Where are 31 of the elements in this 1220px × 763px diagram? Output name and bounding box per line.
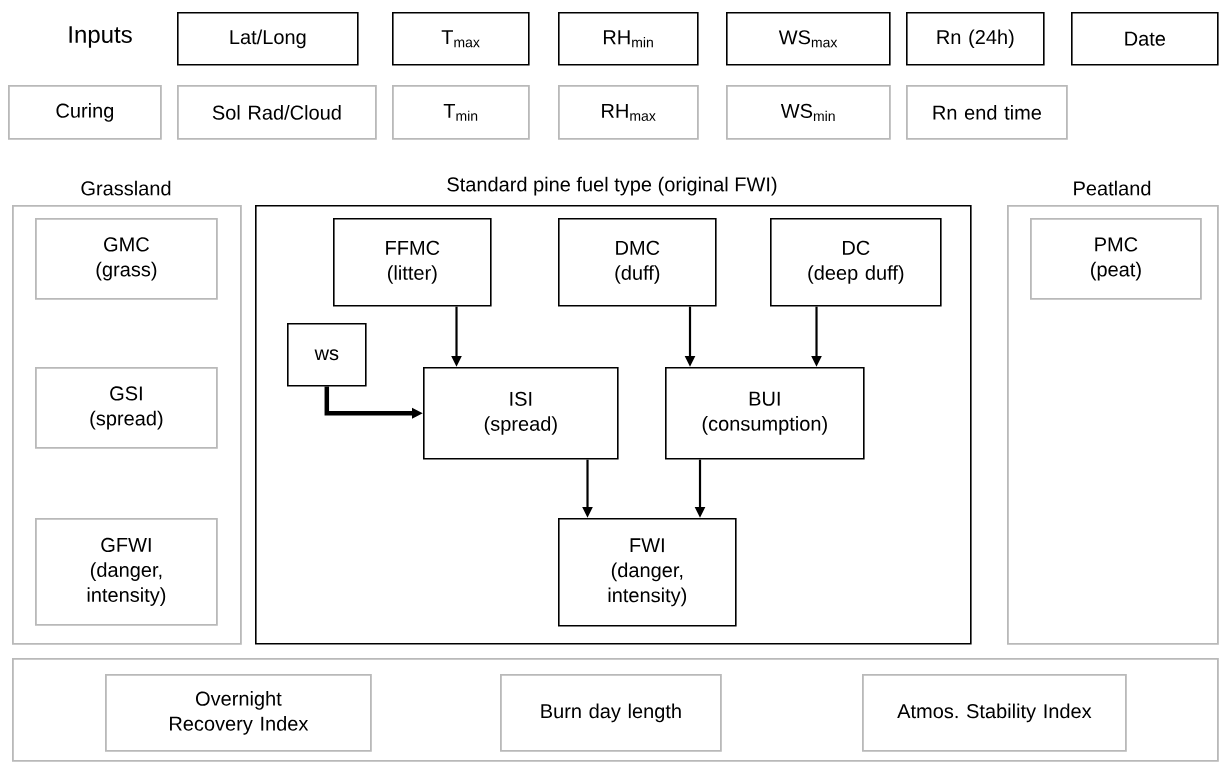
input-box: WS$_{max}$ xyxy=(726,12,891,66)
input-box: WS$_{min}$ xyxy=(726,85,891,140)
input-box: Curing xyxy=(8,85,162,140)
input-box: RH$_{max}$ xyxy=(558,85,699,140)
input-box: Rn end time xyxy=(906,85,1068,140)
index-box: Atmos. Stability Index xyxy=(862,674,1127,752)
index-box: GSI (spread) xyxy=(35,367,218,449)
node-label: Grassland xyxy=(81,180,171,196)
row-label: Inputs xyxy=(69,26,132,48)
input-box: Sol Rad/Cloud xyxy=(177,85,377,140)
input-box: Date xyxy=(1071,12,1219,66)
input-box: T$_{min}$ xyxy=(392,85,530,140)
index-box: GMC (grass) xyxy=(35,218,218,300)
input-box: T$_{max}$ xyxy=(392,12,530,66)
node-label: Standard pine fuel type (original FWI) xyxy=(447,176,777,196)
index-box: BUI (consumption) xyxy=(665,367,865,460)
index-box: PMC (peat) xyxy=(1030,218,1202,300)
index-box: FFMC (litter) xyxy=(333,218,492,307)
input-box: Lat/Long xyxy=(177,12,359,66)
index-box: Burn day length xyxy=(500,674,722,752)
panel xyxy=(12,658,1219,762)
input-box: ws xyxy=(287,323,367,387)
index-box: DC (deep duff) xyxy=(770,218,942,307)
input-box: RH$_{min}$ xyxy=(558,12,699,66)
node-label: Peatland xyxy=(1074,180,1151,196)
index-box: Overnight Recovery Index xyxy=(105,674,372,752)
input-box: Rn (24h) xyxy=(906,12,1045,66)
index-box: ISI (spread) xyxy=(423,367,619,460)
index-box: DMC (duff) xyxy=(558,218,717,307)
index-box: FWI (danger, intensity) xyxy=(558,518,737,627)
index-box: GFWI (danger, intensity) xyxy=(35,518,218,626)
